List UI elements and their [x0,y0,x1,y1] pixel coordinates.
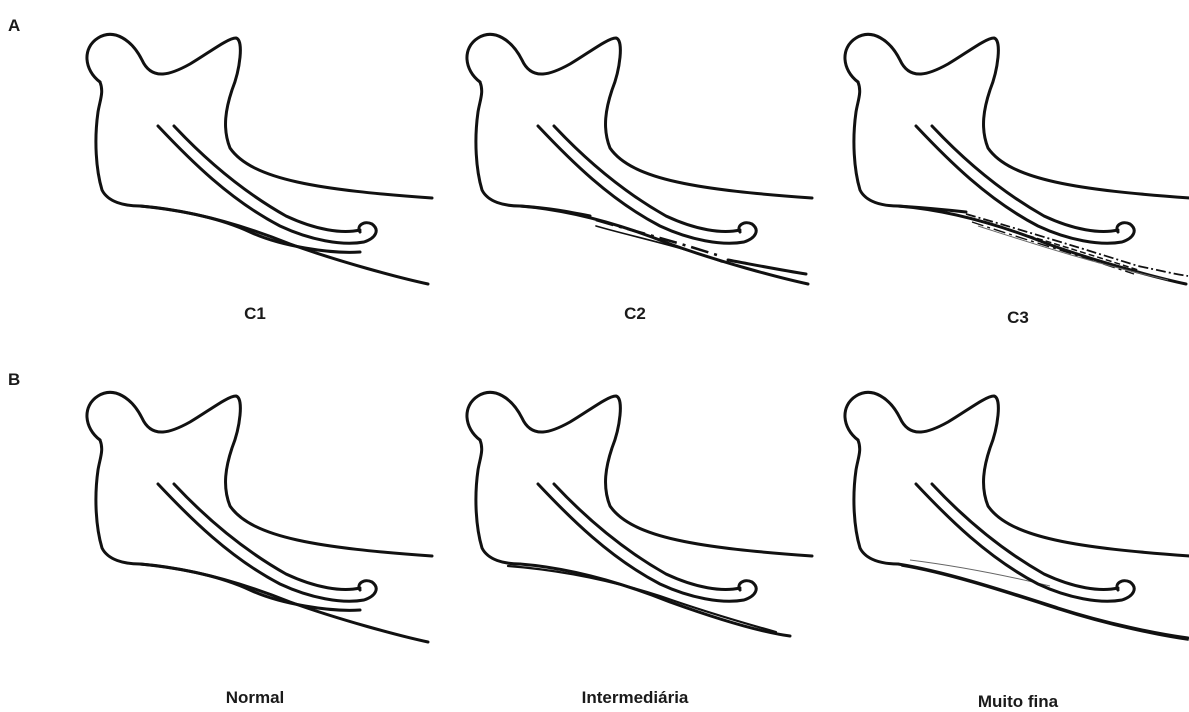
panel-c3: C3 [838,30,1189,330]
row-b-letter: B [8,370,20,390]
row-a-letter: A [8,16,20,36]
panel-c2: C2 [460,30,820,330]
mandible-c3-illustration [838,30,1189,300]
label-normal: Normal [75,688,435,708]
label-muito-fina: Muito fina [838,692,1189,712]
mandible-c2-illustration [460,30,820,300]
label-c3: C3 [838,308,1189,328]
mandible-c1-illustration [80,30,440,300]
mandible-muito-fina-illustration [838,388,1189,658]
label-c1: C1 [75,304,435,324]
panel-c1: C1 [80,30,440,330]
mandible-intermediaria-illustration [460,388,820,658]
panel-intermediaria: Intermediária [460,388,820,688]
label-c2: C2 [455,304,815,324]
mandible-normal-illustration [80,388,440,658]
panel-muito-fina: Muito fina [838,388,1189,688]
panel-normal: Normal [80,388,440,688]
label-intermediaria: Intermediária [455,688,815,708]
